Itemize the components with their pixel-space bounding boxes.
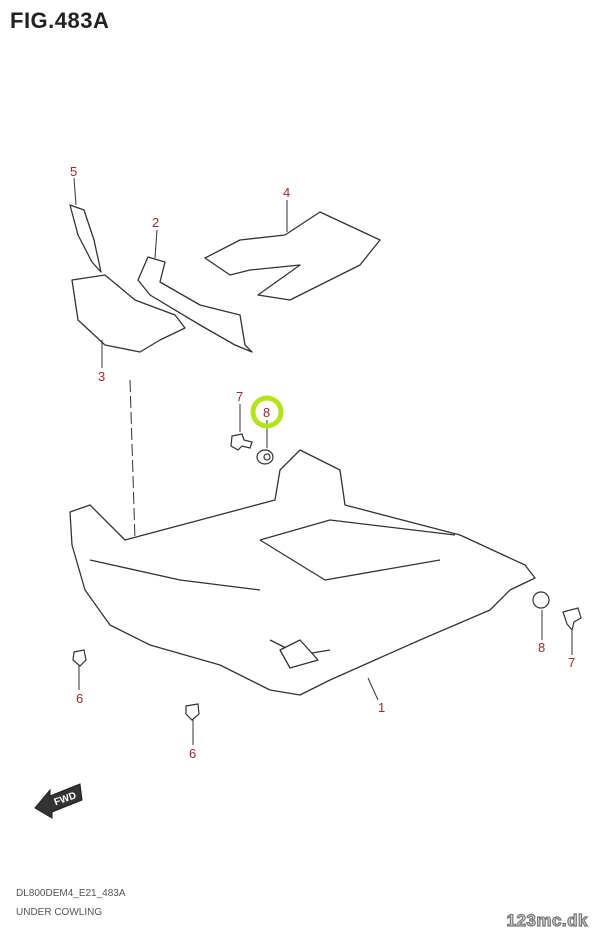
callout-6b[interactable]: 6: [189, 746, 196, 761]
callout-6[interactable]: 6: [76, 691, 83, 706]
figure-name: UNDER COWLING: [16, 907, 103, 918]
callout-8[interactable]: 8: [263, 405, 270, 420]
callout-3[interactable]: 3: [98, 369, 105, 384]
part-4-shape: [204, 211, 381, 301]
callout-7b[interactable]: 7: [568, 655, 575, 670]
screw-7-icon: [230, 433, 253, 451]
callout-7[interactable]: 7: [236, 389, 243, 404]
callout-4[interactable]: 4: [283, 185, 290, 200]
part-1-detail-lines: [89, 519, 456, 656]
callout-1[interactable]: 1: [378, 700, 385, 715]
figure-code: DL800DEM4_E21_483A: [16, 888, 126, 899]
part-1-tab: [279, 639, 319, 669]
grommet-8b-icon: [532, 591, 550, 609]
fwd-arrow-icon: FWD: [34, 783, 83, 819]
highlight-ring: [250, 395, 284, 429]
fastener-6b-icon: [185, 703, 200, 721]
figure-title: FIG.483A: [10, 8, 110, 33]
grommet-8-hole-icon: [263, 453, 271, 461]
callout-2[interactable]: 2: [152, 215, 159, 230]
part-1-shape: [69, 449, 536, 696]
fwd-arrow-shape: [34, 783, 83, 819]
callout-5[interactable]: 5: [70, 164, 77, 179]
watermark: 123mc.dk: [506, 910, 588, 930]
part-3-shape: [71, 274, 186, 353]
fastener-6-icon: [72, 649, 87, 667]
part-2-shape: [137, 256, 253, 353]
screw-7b-icon: [562, 607, 582, 632]
part-5-shape: [69, 204, 102, 273]
callout-8b[interactable]: 8: [538, 640, 545, 655]
